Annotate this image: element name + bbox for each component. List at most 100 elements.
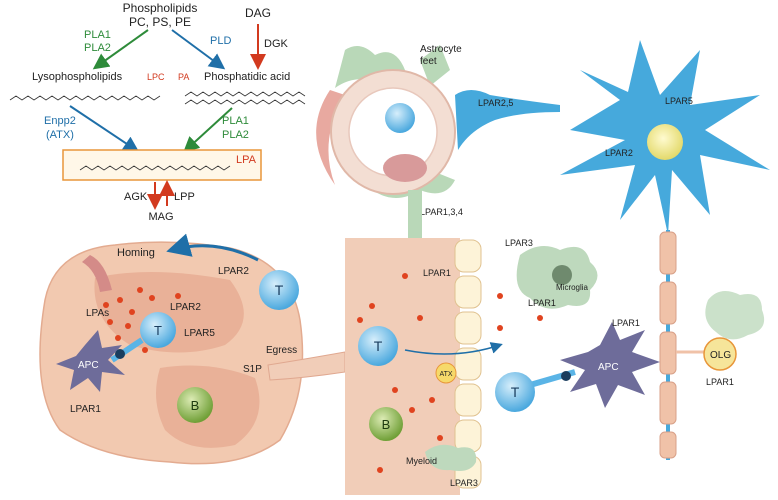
dgk-label: DGK — [264, 38, 289, 50]
lymph-node-follicle-top — [94, 271, 244, 353]
lysophospholipids-label: Lysophospholipids — [32, 71, 123, 83]
pericyte — [316, 90, 345, 185]
lpar1-microglia-label: LPAR1 — [528, 298, 556, 308]
astrocyte-process-blue — [455, 90, 560, 150]
myeloid-cell — [425, 444, 477, 471]
afferent-vessel — [82, 255, 112, 292]
phospholipids-label: Phospholipids — [123, 1, 198, 15]
neuron-nucleus — [647, 124, 683, 160]
pld-label: PLD — [210, 35, 231, 47]
synapse-dot-cns — [561, 371, 571, 381]
pla1-right-label: PLA1 — [222, 115, 249, 127]
b-cell-node — [177, 387, 213, 423]
pla1-left-label: PLA1 — [84, 29, 111, 41]
lpar2-top-label: LPAR2 — [218, 266, 249, 277]
transmigration-arrow — [404, 342, 503, 355]
astrocyte-feet-label-1: Astrocyte — [420, 44, 462, 55]
enpp2-label: Enpp2 — [44, 115, 76, 127]
brain-t-cell — [385, 103, 415, 133]
lpar1-node-label: LPAR1 — [70, 404, 101, 415]
pld-arrow — [171, 29, 226, 70]
myelin-segment — [659, 231, 677, 275]
pla-arrow-right — [183, 107, 233, 153]
pa-label: PA — [178, 72, 189, 82]
myeloid-label: Myeloid — [406, 456, 437, 466]
homing-arrow — [166, 233, 259, 262]
astrocyte-foot-topright — [420, 45, 450, 86]
pla2-right-label: PLA2 — [222, 129, 249, 141]
blood-brain-barrier: Astrocyte feet LPAR2,5 LPAR1,3,4 — [316, 44, 560, 238]
t-cell-vessel-label: T — [374, 338, 383, 354]
lpc-molecule — [9, 95, 161, 101]
enpp2-arrow — [69, 105, 140, 153]
pa-molecule-chain-1 — [184, 91, 306, 97]
lpa-dots-cns — [497, 293, 543, 331]
lpa-dots-vessel — [357, 273, 443, 473]
myelin-segment — [659, 431, 677, 459]
lpa-dots-node — [103, 287, 181, 353]
lpa-box — [62, 149, 262, 181]
agk-label: AGK — [124, 191, 148, 203]
apc-cns-label: APC — [598, 362, 619, 373]
t-cell-cns — [495, 372, 535, 412]
neuron-lpar2-label: LPAR2 — [605, 148, 633, 158]
microglia-nucleus — [552, 265, 572, 285]
b-cell-node-label: B — [191, 398, 200, 413]
myelin-segment — [659, 331, 677, 375]
t-cell-homing — [259, 270, 299, 310]
pla2-left-label: PLA2 — [84, 42, 111, 54]
lpa-molecule — [79, 165, 231, 171]
lpp-label: LPP — [174, 191, 195, 203]
neuron: LPAR5 LPAR2 OLG LPAR1 — [560, 40, 770, 460]
atx-label: (ATX) — [46, 129, 74, 141]
b-cell-vessel — [369, 407, 403, 441]
mag-label: MAG — [148, 211, 173, 223]
b-cell-vessel-label: B — [382, 417, 391, 432]
olg-label: OLG — [710, 350, 731, 361]
lpa-label: LPA — [236, 154, 257, 166]
lpar1-vessel-label: LPAR1 — [423, 268, 451, 278]
lpar3-myeloid-label: LPAR3 — [450, 478, 478, 488]
myelin-segment — [659, 381, 677, 425]
t-cell-node — [140, 312, 176, 348]
pc-ps-pe-label: PC, PS, PE — [129, 15, 191, 29]
myelin-segment — [659, 281, 677, 325]
vessel-stem — [408, 190, 422, 238]
olg-lpar1-label: LPAR1 — [706, 377, 734, 387]
pa-molecule-chain-2 — [184, 99, 306, 105]
endothelial-nucleus — [383, 154, 427, 182]
pla-arrow-left — [92, 29, 149, 70]
lpar3-microglia-label: LPAR3 — [505, 238, 533, 248]
microglia-right — [705, 291, 765, 340]
t-cell-vessel — [358, 326, 398, 366]
atx-molecule — [435, 362, 457, 384]
synapse-dot — [115, 349, 125, 359]
lymph-node: Homing LPAR2 T LPAs LPAR2 LPAR5 T APC LP… — [39, 233, 346, 465]
lpar134-label: LPAR1,3,4 — [420, 207, 463, 217]
s1p-label: S1P — [243, 364, 262, 375]
apc-node-label: APC — [78, 360, 99, 371]
lpas-label: LPAs — [86, 308, 109, 319]
t-cell-cns-label: T — [511, 384, 520, 400]
lpar2-inner-label: LPAR2 — [170, 302, 201, 313]
lpar25-label: LPAR2,5 — [478, 98, 513, 108]
lpc-label: LPC — [147, 72, 165, 82]
apc-node — [56, 330, 125, 392]
neuron-lpar5-label: LPAR5 — [665, 96, 693, 106]
lpar5-inner-label: LPAR5 — [184, 328, 215, 339]
astrocyte-feet-label-2: feet — [420, 56, 437, 67]
atx-tissue-label: ATX — [439, 371, 452, 378]
olg-cell — [703, 337, 737, 371]
pathway-panel: Phospholipids PC, PS, PE DAG PLA1 PLA2 P… — [9, 1, 306, 223]
dag-label: DAG — [245, 6, 271, 20]
t-cell-homing-label: T — [275, 282, 284, 298]
egress-label: Egress — [266, 345, 297, 356]
cns-immune: LPAR3 Microglia LPAR1 APC LPAR1 T — [495, 238, 660, 412]
t-cell-node-label: T — [154, 323, 162, 338]
phosphatidic-acid-label: Phosphatidic acid — [204, 71, 290, 83]
blood-vessel: LPAR1 T ATX B Myeloid LPAR3 — [345, 238, 503, 495]
apc-cns — [560, 322, 660, 408]
homing-label: Homing — [117, 247, 155, 259]
